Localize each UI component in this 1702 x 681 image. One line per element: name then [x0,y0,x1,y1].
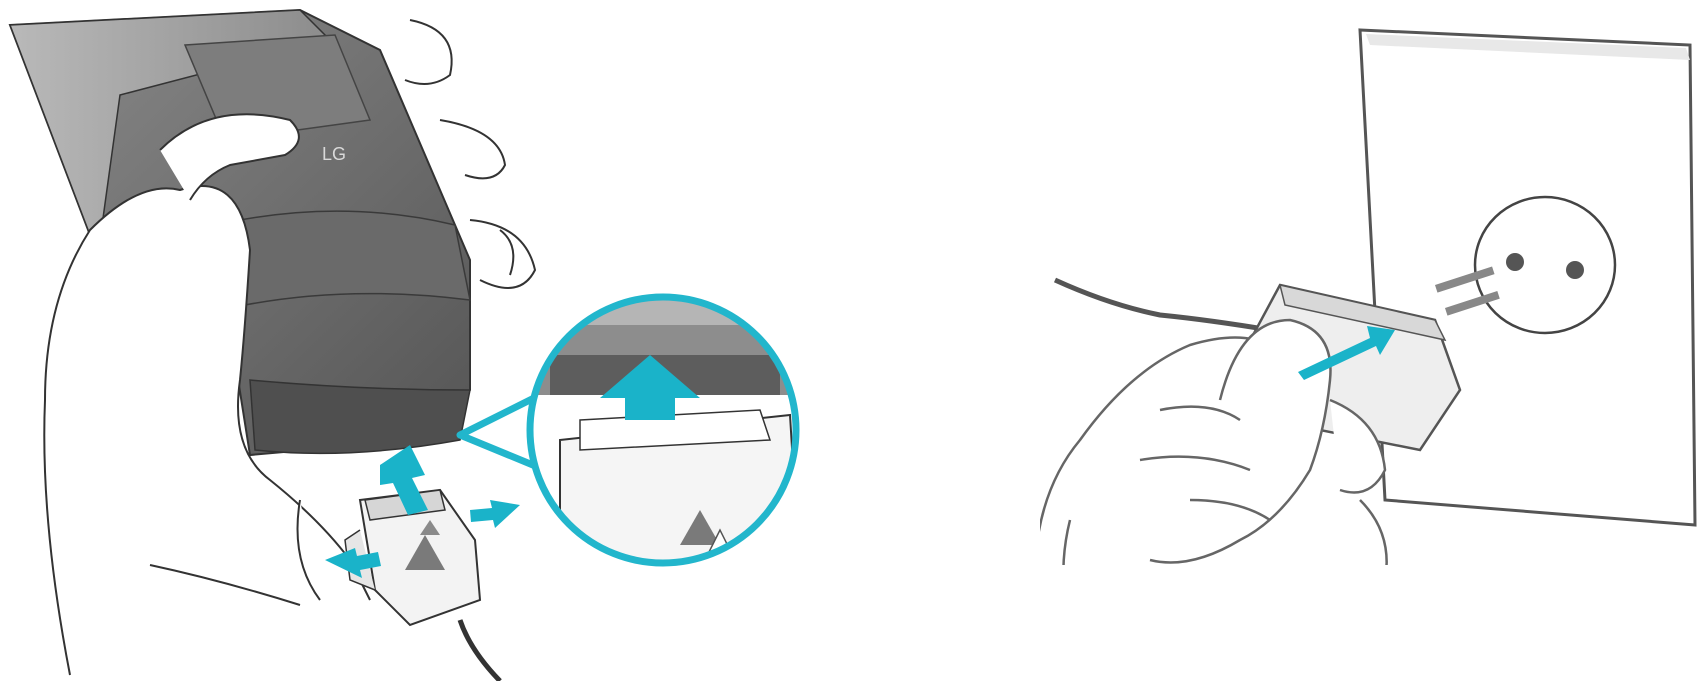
plug-wall-illustration [1040,0,1702,681]
cable-icon [1055,280,1270,330]
figure-panel-connect-phone: LG [0,0,860,681]
wall-outlet-icon [1360,30,1695,525]
connect-phone-illustration: LG [0,0,860,681]
cable-icon [460,620,500,681]
figure-panel-plug-wall [1040,0,1702,681]
phone-logo: LG [322,144,346,164]
magnifier-callout-icon [460,295,810,600]
